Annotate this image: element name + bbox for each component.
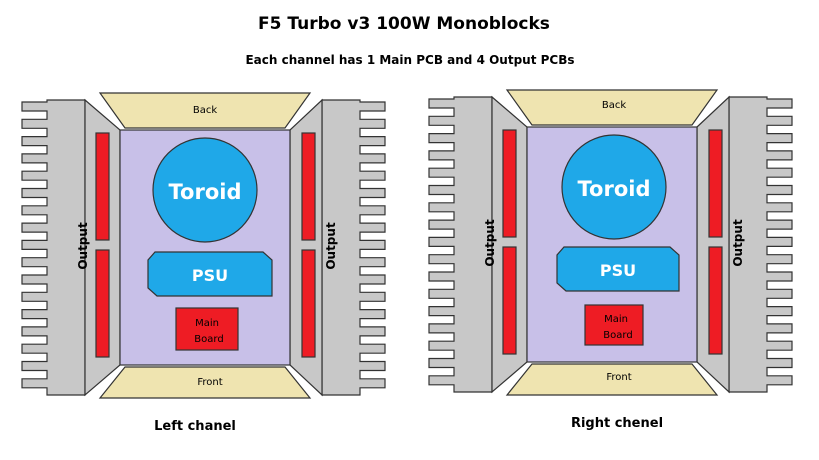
output-pcb xyxy=(95,132,110,241)
heatsink-fins xyxy=(428,96,493,393)
main-board-label-line1: Main xyxy=(195,318,219,329)
output-pcb xyxy=(708,246,723,355)
front-panel xyxy=(505,363,719,396)
psu-label: PSU xyxy=(192,266,228,285)
diagram-title: F5 Turbo v3 100W Monoblocks xyxy=(258,14,550,34)
back-panel xyxy=(98,92,312,129)
right-output-label: Output xyxy=(731,219,745,267)
heatsink-fins xyxy=(21,99,86,396)
channel-caption: Left chanel xyxy=(154,419,236,434)
main-board xyxy=(584,304,644,346)
output-pcb xyxy=(708,129,723,238)
diagram-subtitle: Each channel has 1 Main PCB and 4 Output… xyxy=(245,53,574,67)
left-channel: Output Output Back Front Toroid PSU Main… xyxy=(21,92,386,434)
heatsink-fins xyxy=(728,96,793,393)
toroid xyxy=(152,137,258,243)
back-panel xyxy=(505,89,719,126)
toroid-label: Toroid xyxy=(578,177,651,201)
right-channel: Output Output Back Front Toroid PSU Main… xyxy=(428,89,793,431)
channel-caption: Right chenel xyxy=(571,416,663,431)
front-panel xyxy=(98,366,312,399)
psu xyxy=(556,246,680,292)
main-board-label-line1: Main xyxy=(604,314,628,325)
psu xyxy=(147,251,273,297)
left-heatsink: Output xyxy=(428,95,528,394)
output-pcb xyxy=(95,249,110,358)
toroid xyxy=(561,134,667,240)
output-pcb xyxy=(502,246,517,355)
left-heatsink: Output xyxy=(21,98,121,397)
output-pcb xyxy=(301,249,316,358)
front-label: Front xyxy=(197,377,222,388)
left-output-label: Output xyxy=(483,219,497,267)
main-board-label-line2: Board xyxy=(603,330,632,341)
front-label: Front xyxy=(606,372,631,383)
right-heatsink: Output xyxy=(696,95,793,394)
main-board xyxy=(175,307,239,351)
back-label: Back xyxy=(602,100,626,111)
psu-label: PSU xyxy=(600,261,636,280)
output-pcb xyxy=(301,132,316,241)
left-output-label: Output xyxy=(76,222,90,270)
main-board-label-line2: Board xyxy=(194,334,223,345)
right-output-label: Output xyxy=(324,222,338,270)
output-pcb xyxy=(502,129,517,238)
toroid-label: Toroid xyxy=(169,180,242,204)
right-heatsink: Output xyxy=(289,98,386,397)
heatsink-fins xyxy=(321,99,386,396)
back-label: Back xyxy=(193,105,217,116)
